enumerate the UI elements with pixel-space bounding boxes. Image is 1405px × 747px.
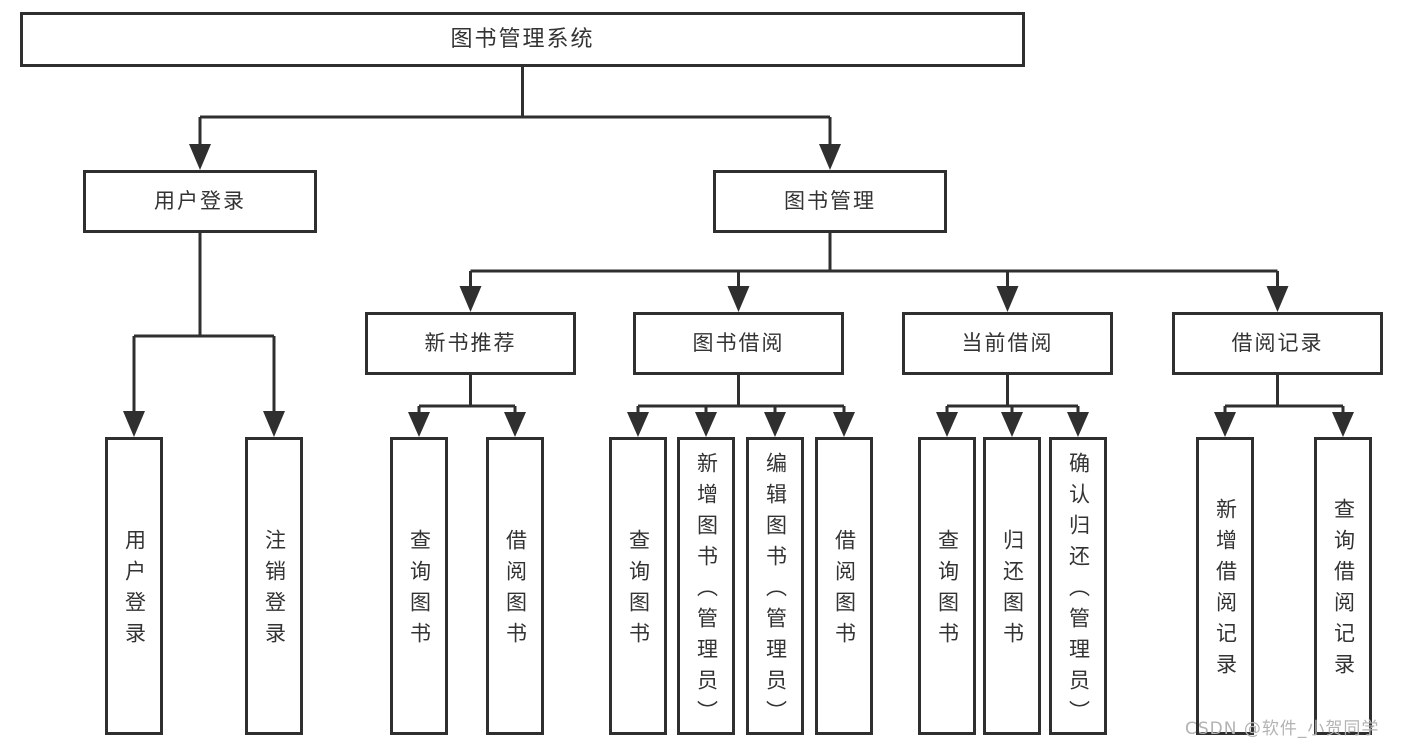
node-query-books-3: 查询图书 xyxy=(918,437,976,735)
arrow-down-icon xyxy=(819,144,841,170)
node-borrow-books-1: 借阅图书 xyxy=(486,437,544,735)
arrow-down-icon xyxy=(263,411,285,437)
connector-user-login-children xyxy=(123,233,285,437)
node-new-book-recommend: 新书推荐 xyxy=(365,312,576,375)
node-add-borrow-record-label: 新增借阅记录 xyxy=(1213,498,1238,684)
node-edit-book-admin-label: 编辑图书（管理员） xyxy=(763,451,788,731)
arrow-down-icon xyxy=(695,412,717,437)
node-borrow-books-1-label: 借阅图书 xyxy=(503,529,528,653)
node-book-management-label: 图书管理 xyxy=(784,189,876,213)
node-library-system: 图书管理系统 xyxy=(20,12,1025,67)
node-return-book-label: 归还图书 xyxy=(1000,529,1025,653)
arrow-down-icon xyxy=(833,412,855,437)
node-query-books-1: 查询图书 xyxy=(390,437,448,735)
connector-root-to-level2 xyxy=(189,67,841,170)
node-library-system-label: 图书管理系统 xyxy=(450,26,595,52)
node-query-books-2-label: 查询图书 xyxy=(626,529,651,653)
arrow-down-icon xyxy=(1332,412,1354,437)
arrow-down-icon xyxy=(627,412,649,437)
connector-book-borrowing-children xyxy=(627,375,855,437)
node-logout: 注销登录 xyxy=(245,437,303,735)
node-return-book: 归还图书 xyxy=(983,437,1041,735)
node-new-book-recommend-label: 新书推荐 xyxy=(424,331,517,355)
arrow-down-icon xyxy=(936,412,958,437)
node-user-login-leaf-label: 用户登录 xyxy=(122,529,147,653)
arrow-down-icon xyxy=(1266,286,1289,312)
arrow-down-icon xyxy=(189,144,211,170)
arrow-down-icon xyxy=(1001,412,1023,437)
node-query-books-2: 查询图书 xyxy=(609,437,667,735)
node-query-books-1-label: 查询图书 xyxy=(407,529,432,653)
node-borrow-books-2-label: 借阅图书 xyxy=(832,529,857,653)
node-query-borrow-record: 查询借阅记录 xyxy=(1314,437,1372,735)
arrow-down-icon xyxy=(1067,412,1089,437)
arrow-down-icon xyxy=(996,286,1019,312)
connector-borrow-records-children xyxy=(1214,375,1354,437)
node-book-borrowing: 图书借阅 xyxy=(633,312,844,375)
arrow-down-icon xyxy=(123,411,145,437)
node-current-borrowing-label: 当前借阅 xyxy=(961,331,1054,355)
node-confirm-return-admin: 确认归还（管理员） xyxy=(1049,437,1107,735)
node-user-login-leaf: 用户登录 xyxy=(105,437,163,735)
node-borrow-books-2: 借阅图书 xyxy=(815,437,873,735)
node-borrow-records: 借阅记录 xyxy=(1172,312,1383,375)
node-edit-book-admin: 编辑图书（管理员） xyxy=(746,437,804,735)
node-book-borrowing-label: 图书借阅 xyxy=(692,331,785,355)
arrow-down-icon xyxy=(459,286,482,312)
node-query-borrow-record-label: 查询借阅记录 xyxy=(1331,498,1356,684)
node-add-book-admin-label: 新增图书（管理员） xyxy=(694,451,719,731)
node-confirm-return-admin-label: 确认归还（管理员） xyxy=(1066,451,1091,731)
node-borrow-records-label: 借阅记录 xyxy=(1231,331,1324,355)
watermark-text: CSDN @软件_小贺同学 xyxy=(1185,719,1380,739)
arrow-down-icon xyxy=(504,412,526,437)
node-add-book-admin: 新增图书（管理员） xyxy=(677,437,735,735)
node-current-borrowing: 当前借阅 xyxy=(902,312,1113,375)
connector-book-management-children xyxy=(459,233,1289,312)
arrow-down-icon xyxy=(408,412,430,437)
node-query-books-3-label: 查询图书 xyxy=(935,529,960,653)
connector-current-borrowing-children xyxy=(936,375,1089,437)
node-user-login: 用户登录 xyxy=(83,170,317,233)
arrow-down-icon xyxy=(1214,412,1236,437)
node-book-management: 图书管理 xyxy=(713,170,947,233)
arrow-down-icon xyxy=(764,412,786,437)
node-logout-label: 注销登录 xyxy=(262,529,287,653)
connector-new-book-recommend-children xyxy=(408,375,526,437)
node-add-borrow-record: 新增借阅记录 xyxy=(1196,437,1254,735)
arrow-down-icon xyxy=(727,286,750,312)
node-user-login-label: 用户登录 xyxy=(154,189,246,213)
